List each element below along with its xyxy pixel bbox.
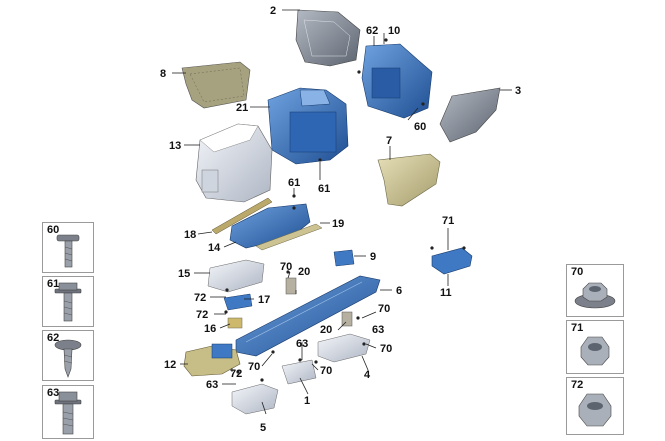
fastener-dots [224, 38, 466, 382]
callout-13: 13 [169, 140, 181, 152]
part-plate-4 [317, 333, 371, 363]
callout-61-a: 61 [318, 183, 330, 195]
callout-70-d: 70 [248, 361, 260, 373]
hex-nut-icon [580, 336, 610, 366]
part-small-bracket [333, 249, 355, 267]
fastener-label-60: 60 [47, 224, 60, 236]
callout-12: 12 [164, 359, 176, 371]
part-rear-panel [295, 9, 361, 67]
callout-11: 11 [440, 287, 452, 299]
callout-20-b: 20 [320, 324, 332, 336]
callout-70-e: 70 [320, 365, 332, 377]
callout-18: 18 [184, 229, 196, 241]
callout-14: 14 [208, 242, 221, 254]
callout-20-a: 20 [298, 266, 310, 278]
part-armrest-cover [195, 123, 273, 203]
flange-nut-icon [574, 282, 616, 309]
callout-21: 21 [236, 102, 248, 114]
part-module [227, 317, 243, 329]
fastener-box-72: 72 [566, 377, 624, 435]
fastener-box-62: 62 [42, 330, 94, 381]
leader-lines [172, 9, 512, 415]
fastener-label-72: 72 [571, 379, 584, 391]
callout-1: 1 [304, 395, 310, 407]
flange-bolt-icon [54, 391, 82, 435]
part-bracket-20 [285, 277, 353, 327]
part-plate-5 [231, 383, 279, 415]
callout-61-b: 61 [288, 177, 300, 189]
fastener-label-71: 71 [571, 322, 584, 334]
callout-15: 15 [178, 268, 190, 280]
callout-70-b: 70 [378, 303, 390, 315]
callout-7: 7 [386, 135, 392, 147]
callout-9: 9 [370, 251, 376, 263]
callout-70-a: 70 [280, 261, 292, 273]
fastener-box-71: 71 [566, 320, 624, 374]
part-mount-bracket [431, 247, 473, 275]
part-console-core [267, 87, 349, 165]
callout-72-b: 72 [196, 309, 208, 321]
part-clip [223, 293, 253, 311]
callout-2: 2 [270, 5, 276, 17]
fastener-box-70: 70 [566, 264, 624, 317]
part-side-panel [439, 87, 501, 143]
part-actuator [183, 343, 241, 377]
callout-8: 8 [160, 68, 166, 80]
callout-70-c: 70 [380, 343, 392, 355]
callout-16: 16 [204, 323, 216, 335]
fastener-label-62: 62 [47, 332, 60, 344]
part-front-bezel [361, 43, 433, 119]
fastener-label-63: 63 [47, 387, 60, 399]
fastener-box-60: 60 [42, 222, 94, 273]
part-strip [211, 197, 273, 235]
callout-63-b: 63 [296, 338, 308, 350]
part-trim-piece [377, 153, 441, 207]
callout-60: 60 [414, 121, 426, 133]
fastener-box-61: 61 [42, 276, 94, 327]
callout-63-c: 63 [206, 379, 218, 391]
tapping-screw-icon [54, 339, 82, 378]
callout-5: 5 [260, 422, 266, 434]
fastener-label-70: 70 [571, 266, 584, 278]
callout-71: 71 [442, 215, 454, 227]
callout-72-a: 72 [194, 292, 206, 304]
part-long-strip [255, 223, 323, 251]
callout-4: 4 [364, 369, 371, 381]
callout-3: 3 [515, 85, 521, 97]
callout-72-c: 72 [230, 368, 242, 380]
callout-6: 6 [396, 285, 402, 297]
fastener-box-63: 63 [42, 385, 94, 439]
callout-labels: 2 62 10 8 3 21 60 13 7 61 61 18 19 14 71… [160, 5, 521, 434]
callout-19: 19 [332, 218, 344, 230]
part-cover-plate [207, 259, 265, 293]
callout-17: 17 [258, 294, 270, 306]
part-insulation-mat [181, 61, 251, 109]
fastener-label-61: 61 [47, 278, 60, 290]
part-plate-1 [281, 359, 317, 385]
hex-nut-icon [578, 393, 612, 427]
callout-63-a: 63 [372, 324, 384, 336]
screw-icon [56, 234, 80, 268]
callout-10: 10 [388, 25, 400, 37]
flange-bolt-icon [54, 282, 82, 322]
callout-62: 62 [366, 25, 378, 37]
